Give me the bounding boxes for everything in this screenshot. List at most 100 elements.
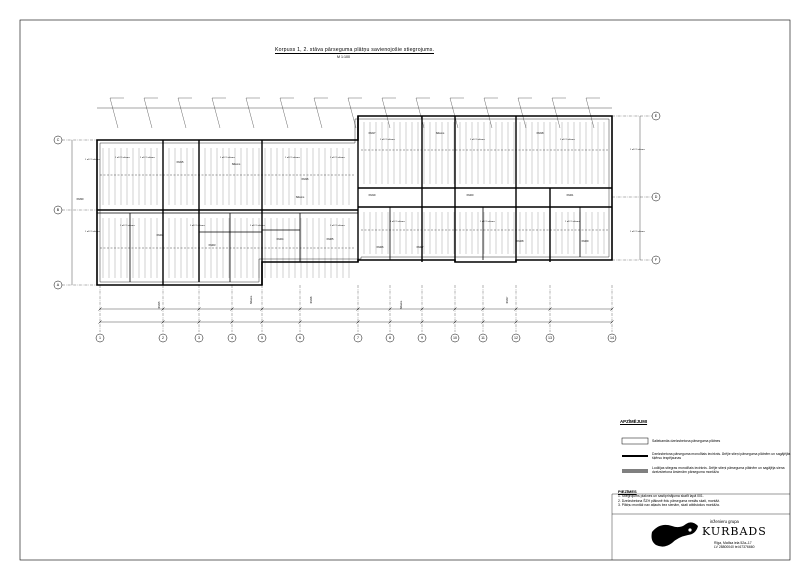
beam-label-2: KM16	[302, 177, 309, 181]
axis-bubble-4	[227, 333, 237, 343]
sheet-frame	[19, 19, 791, 561]
legend-item-monolith: Dzelzsbetona pārseguma monolītais iecirk…	[652, 452, 791, 461]
beam-label-13: KM25	[327, 237, 334, 241]
drawing-scale: M 1:100	[337, 55, 350, 59]
notes-title: PIEZĪMES	[618, 489, 637, 494]
axis-bubble-12	[511, 333, 521, 343]
legend-title: APZĪMĒJUMI	[620, 419, 648, 424]
drawing-title: Korpuss 1, 2. stāva pārseguma plātņu sav…	[275, 47, 435, 54]
beam-label-4: KM17	[369, 131, 376, 135]
axis-label-9: 9	[421, 336, 423, 340]
beam-label-17: KM29	[582, 239, 589, 243]
axis-label-7: 7	[357, 336, 359, 340]
axis-label-11: 11	[481, 336, 485, 340]
title-block-address: Rīga, Matīsa iela 52a–17 LV 28800040 tel…	[714, 541, 754, 549]
building-outline	[96, 115, 613, 286]
rebar-note-1: 1 ø12 5 siltums	[140, 156, 156, 159]
rebar-note-7: 1 ø12 5 siltums	[560, 138, 576, 141]
axis-bubble-8	[385, 333, 395, 343]
axis-bubble-10	[450, 333, 460, 343]
beam-label-16: KM28	[517, 239, 524, 243]
axis-bubble-1	[95, 333, 105, 343]
beam-label-3: Siltums	[296, 195, 305, 199]
beam-label-11: KM23	[209, 243, 216, 247]
rebar-note-0: 1 ø12 5 siltums	[115, 156, 131, 159]
axis-label-B: B	[57, 208, 60, 212]
rebar-note-15: 1 ø12 5 siltums	[85, 158, 101, 161]
rebar-note-16: 1 ø12 5 siltums	[85, 230, 101, 233]
beam-label-14: KM26	[377, 245, 384, 249]
beam-label-15: KM27	[417, 245, 424, 249]
axis-label-E: E	[655, 114, 658, 118]
axis-bubble-E	[651, 111, 661, 121]
axis-bubble-2	[158, 333, 168, 343]
axis-bubble-5	[257, 333, 267, 343]
axis-label-12: 12	[514, 336, 518, 340]
axis-label-5: 5	[261, 336, 263, 340]
axis-label-8: 8	[389, 336, 391, 340]
axis-bubble-B	[53, 205, 63, 215]
axis-label-4: 4	[231, 336, 233, 340]
rebar-note-12: 1 ø12 5 siltums	[390, 220, 406, 223]
rebar-note-14: 1 ø12 5 siltums	[565, 220, 581, 223]
beam-label-6: KM18	[537, 131, 544, 135]
axis-bubble-13	[545, 333, 555, 343]
title-block-subtitle: inženieru grupa	[710, 519, 739, 524]
rebar-note-2: 1 ø12 5 siltums	[220, 156, 236, 159]
beam-label-9: KM21	[567, 193, 574, 197]
rebar-note-10: 1 ø12 5 siltums	[250, 224, 266, 227]
axis-label-14: 14	[610, 336, 614, 340]
address-line: Rīga, Matīsa iela 52a–17	[714, 541, 752, 545]
title-block-brand: KURBADS	[702, 525, 767, 538]
rebar-note-5: 1 ø12 5 siltums	[380, 138, 396, 141]
legend-item-lodge: Lodžijas stiegras monolītais iecirknis. …	[652, 466, 785, 475]
rebar-note-18: 1 ø12 5 siltums	[630, 230, 646, 233]
beam-label-10: KM22	[157, 233, 164, 237]
beam-label-7: KM19	[369, 193, 376, 197]
rebar-note-6: 1 ø12 5 siltums	[470, 138, 486, 141]
note-1: 1. Stiegrojums plaknes un sastiprinājuma…	[618, 494, 704, 499]
axis-label-10: 10	[453, 336, 457, 340]
axis-bubble-C	[53, 135, 63, 145]
rebar-note-13: 1 ø12 5 siltums	[480, 220, 496, 223]
bottom-beam-label-1: Siltums	[249, 295, 253, 304]
notes-block: PIEZĪMES 1. Stiegrojums plaknes un sasti…	[618, 489, 788, 508]
axis-bubble-14	[607, 333, 617, 343]
note-2: 2. Dzelzsbetona ŠZH plāksnē ēdu pārsegum…	[618, 498, 720, 503]
beam-label-5: Siltums	[436, 131, 445, 135]
bottom-beam-label-2: KM16	[309, 296, 313, 303]
beam-label-8: KM20	[467, 193, 474, 197]
rebar-note-8: 1 ø12 5 siltums	[120, 224, 136, 227]
rebar-note-4: 1 ø12 5 siltums	[330, 156, 346, 159]
axis-label-C: C	[57, 138, 60, 142]
axis-bubble-9	[417, 333, 427, 343]
axis-bubble-F	[651, 255, 661, 265]
beam-label-12: KM24	[277, 237, 284, 241]
rebar-note-9: 1 ø12 5 siltums	[190, 224, 206, 227]
axis-label-1: 1	[99, 336, 101, 340]
registration-line: LV 28800040 tel.67376660	[714, 545, 755, 550]
plan-geometry	[53, 97, 661, 343]
axis-bubble-6	[295, 333, 305, 343]
axis-label-D: D	[655, 195, 658, 199]
rebar-note-3: 1 ø12 5 siltums	[285, 156, 301, 159]
axis-bubble-A	[53, 280, 63, 290]
legend-symbol-slab	[621, 437, 649, 445]
beam-label-1: Siltums	[232, 162, 241, 166]
axis-label-6: 6	[299, 336, 301, 340]
beam-label-0: KM15	[177, 160, 184, 164]
axis-label-3: 3	[198, 336, 200, 340]
axis-label-A: A	[57, 283, 60, 287]
axis-bubble-11	[478, 333, 488, 343]
rebar-note-17: 1 ø12 5 siltums	[630, 148, 646, 151]
axis-label-F: F	[655, 258, 658, 262]
bottom-beam-label-0: KM15	[157, 301, 161, 308]
bottom-beam-label-4: KM17	[505, 296, 509, 303]
axis-bubble-7	[353, 333, 363, 343]
axis-bubble-3	[194, 333, 204, 343]
bottom-beam-label-3: Siltums	[399, 300, 403, 309]
beam-label-18: KM30	[77, 197, 84, 201]
